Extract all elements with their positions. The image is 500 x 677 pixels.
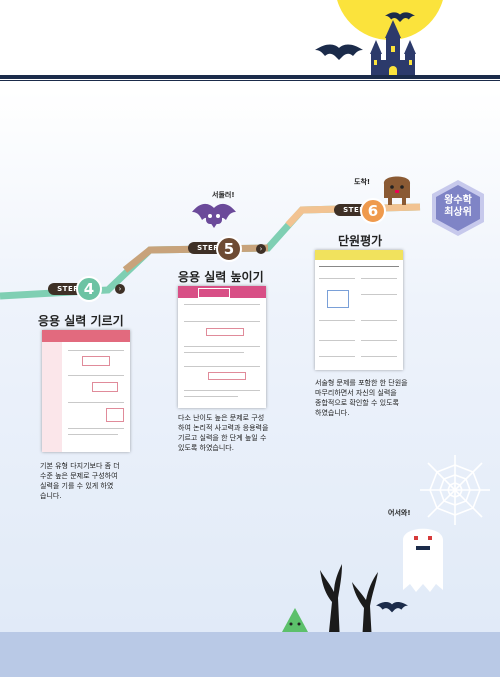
step-4-number: 4 [76,276,102,302]
step-6-title: 단원평가 [338,234,383,248]
bat-mascot-icon [192,203,236,228]
bat-icon [376,602,408,613]
step-5-number: 5 [216,236,242,262]
step-5-page-thumbnail [178,286,266,408]
ghost-speech: 어서와! [388,509,411,517]
toast-mascot-icon [383,176,411,205]
step-6-number: 6 [360,198,386,224]
step-6-description: 서술형 문제를 포함한 한 단원을 마무리하면서 자신의 실력을 종합적으로 확… [315,379,408,417]
toast-speech: 도착! [354,178,371,186]
bat-icon [315,44,363,60]
ground [0,632,500,677]
step-4-page-thumbnail [42,330,130,452]
spider-web-icon [420,455,490,525]
dead-tree-icon [320,564,378,642]
step-5-title: 응용 실력 높이기 [178,270,264,284]
chevron-right-icon: › [256,244,266,254]
badge-text: 왕수학 최상위 [444,195,472,218]
step-4-title: 응용 실력 기르기 [38,314,124,328]
step-4-description: 기본 유형 다지기보다 좀 더 수준 높은 문제로 구성하여 실력을 기를 수 … [40,462,120,500]
step-5-description: 다소 난이도 높은 문제로 구성 하여 논리적 사고력과 응용력을 기르고 실력… [178,414,269,452]
hexagon-badge [432,180,484,236]
ghost-icon [403,528,443,592]
bat-icon [385,12,415,22]
top-bar-line [0,80,500,81]
step-6-page-thumbnail [315,250,403,370]
top-bar [0,75,500,79]
bat-speech: 서둘러! [212,191,235,199]
chevron-right-icon: › [115,284,125,294]
